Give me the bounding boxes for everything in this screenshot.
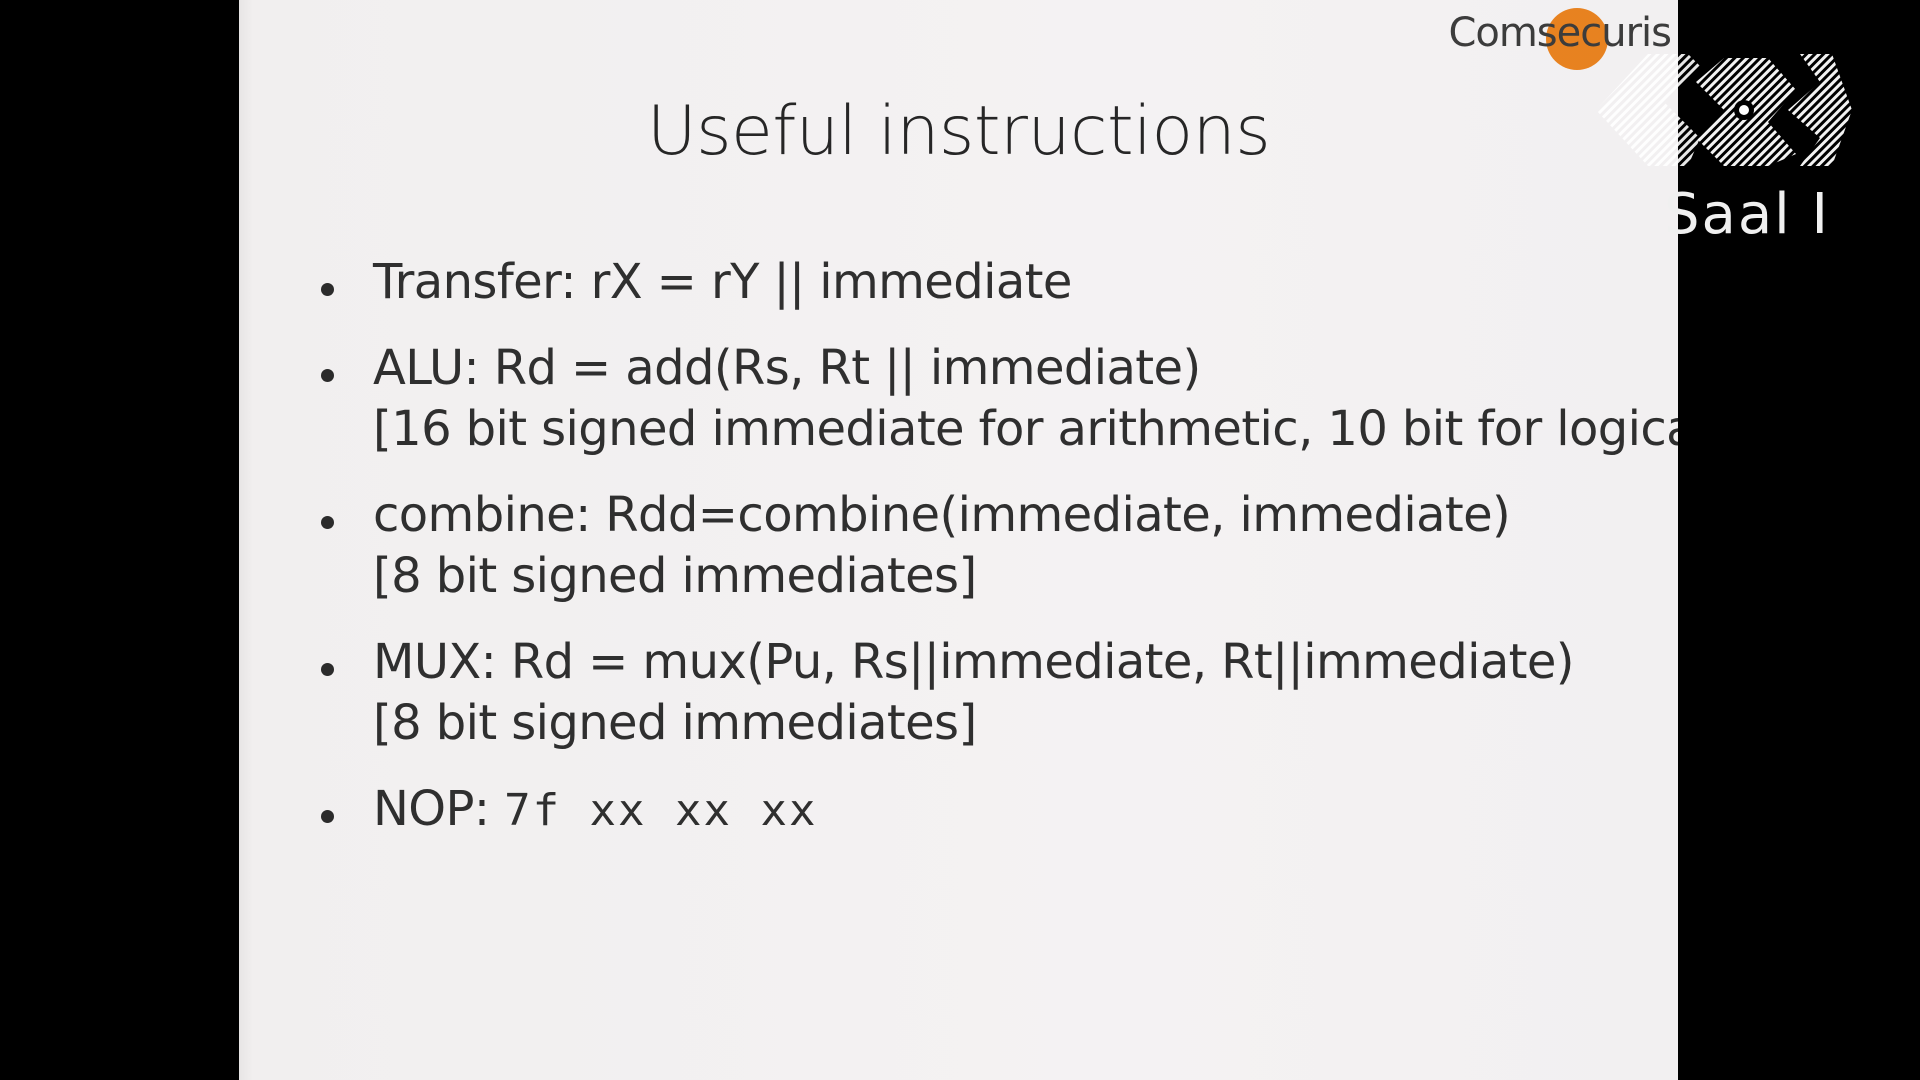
bullet-dot-icon — [321, 369, 334, 382]
bullet-subline: [8 bit signed immediates] — [373, 695, 977, 751]
presentation-slide: Comsecuris Useful instructions Transfer:… — [239, 0, 1678, 1080]
bullet-subline: [8 bit signed immediates] — [373, 548, 977, 604]
bullet-line: MUX: Rd = mux(Pu, Rs||immediate, Rt||imm… — [373, 634, 1575, 690]
bullet-line: Transfer: rX = rY || immediate — [373, 254, 1072, 310]
bullet-item: Transfer: rX = rY || immediate — [321, 252, 1678, 313]
bullet-dot-icon — [321, 810, 334, 823]
bullet-line: NOP: 7f xx xx xx — [373, 779, 1678, 841]
bullet-line: ALU: Rd = add(Rs, Rt || immediate) — [373, 340, 1201, 396]
room-label: Saal I — [1664, 182, 1831, 247]
slide-title: Useful instructions — [646, 92, 1271, 171]
bullet-item: combine: Rdd=combine(immediate, immediat… — [321, 485, 1678, 607]
bullet-item: NOP: 7f xx xx xx — [321, 779, 1678, 841]
ccc-logo-icon — [1596, 54, 1852, 166]
bullet-subline: [16 bit signed immediate for arithmetic,… — [373, 401, 1678, 457]
bullet-dot-icon — [321, 663, 334, 676]
bullet-dot-icon — [321, 516, 334, 529]
nop-label: NOP: — [373, 781, 505, 837]
bullet-item: ALU: Rd = add(Rs, Rt || immediate) [16 b… — [321, 338, 1678, 460]
bullet-line: combine: Rdd=combine(immediate, immediat… — [373, 487, 1511, 543]
brand-logo-dot — [1546, 8, 1608, 70]
bullet-list: Transfer: rX = rY || immediate ALU: Rd =… — [321, 252, 1678, 866]
bullet-dot-icon — [321, 283, 334, 296]
nop-code: 7f xx xx xx — [504, 785, 818, 836]
brand-logo: Comsecuris — [1448, 10, 1672, 56]
bullet-item: MUX: Rd = mux(Pu, Rs||immediate, Rt||imm… — [321, 632, 1678, 754]
brand-name: Comsecuris — [1448, 10, 1672, 56]
